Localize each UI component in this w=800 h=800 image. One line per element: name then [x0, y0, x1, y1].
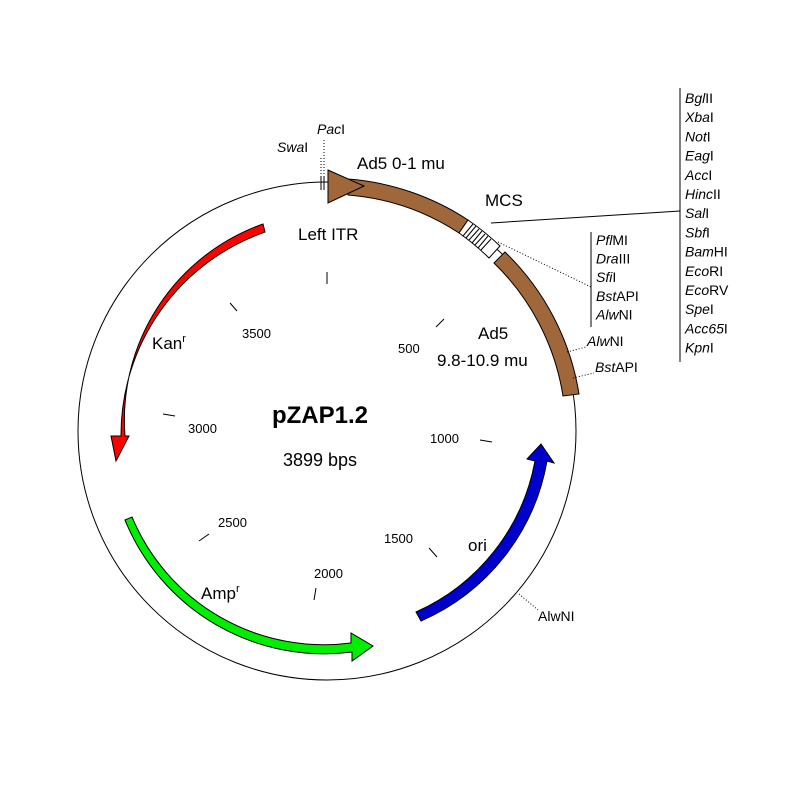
- site-list-1-item-0: PflMI: [596, 232, 628, 248]
- plasmid-size: 3899 bps: [283, 450, 357, 470]
- mcs-site-item-9: EcoRI: [685, 263, 723, 279]
- ori-label: ori: [468, 536, 487, 555]
- mcs-site-item-6: SalI: [685, 205, 709, 221]
- tick-2500: 2500: [218, 515, 247, 530]
- tick-3000: 3000: [188, 421, 217, 436]
- tick-2000: 2000: [314, 566, 343, 581]
- tick-500: 500: [398, 341, 420, 356]
- mcs-site-item-8: BamHI: [685, 244, 728, 260]
- amp-label: Ampr: [201, 583, 240, 603]
- mcs-site-item-1: XbaI: [684, 109, 714, 125]
- ad5-right-label-line1: Ad5: [478, 324, 508, 343]
- mcs-site-item-12: Acc65I: [684, 320, 728, 336]
- left-itr-label: Left ITR: [298, 225, 358, 244]
- plasmid-backbone: [77, 181, 577, 681]
- tick-1000: 1000: [430, 431, 459, 446]
- kan-arrow: [110, 223, 266, 463]
- kan-label: Kanr: [152, 333, 186, 353]
- mcs-site-item-10: EcoRV: [685, 282, 729, 298]
- swaI-label: SwaI: [277, 139, 308, 155]
- alwNI-right-label: AlwNI: [586, 333, 624, 349]
- mcs-site-item-0: BglII: [685, 90, 713, 106]
- mcs-site-item-5: HincII: [685, 186, 721, 202]
- ad5-left-arrow: [347, 178, 469, 234]
- pacI-label: PacI: [317, 121, 345, 137]
- site-list-1-item-4: AlwNI: [595, 306, 633, 322]
- ad5-right-block: [493, 251, 580, 397]
- plasmid-name: pZAP1.2: [272, 402, 368, 429]
- tick-1500: 1500: [384, 531, 413, 546]
- ad5-right-label-line2: 9.8-10.9 mu: [437, 351, 528, 370]
- mcs-site-item-3: EagI: [685, 148, 714, 164]
- site-list-1-item-1: DraIII: [596, 251, 630, 267]
- ad5-left-label: Ad5 0-1 mu: [357, 154, 445, 173]
- alwNI-bottom-label: AlwNI: [538, 608, 575, 624]
- mcs-label: MCS: [485, 191, 523, 210]
- ad5-left-arrowhead: [327, 169, 366, 204]
- amp-arrow: [124, 516, 374, 662]
- site-list-1: PflMI DraIII SfiI BstAPI AlwNI: [497, 232, 639, 327]
- mcs-block: [458, 219, 501, 259]
- bstAPI-right-label: BstAPI: [595, 359, 638, 375]
- mcs-site-item-2: NotI: [685, 128, 711, 144]
- site-list-1-item-2: SfiI: [596, 269, 616, 285]
- scale-ticks: [162, 272, 493, 601]
- mcs-site-item-4: AccI: [684, 167, 712, 183]
- site-list-1-item-3: BstAPI: [596, 288, 639, 304]
- pacI-swaI-marks: [320, 140, 325, 190]
- tick-3500: 3500: [242, 326, 271, 341]
- mcs-site-item-13: KpnI: [685, 340, 714, 356]
- mcs-site-list: BglII XbaI NotI EagI AccI HincII SalI SbfI BamHI…: [490, 88, 729, 362]
- mcs-site-item-11: SpeI: [685, 301, 714, 317]
- ori-arrow: [415, 443, 556, 622]
- mcs-site-item-7: SbfI: [685, 224, 710, 240]
